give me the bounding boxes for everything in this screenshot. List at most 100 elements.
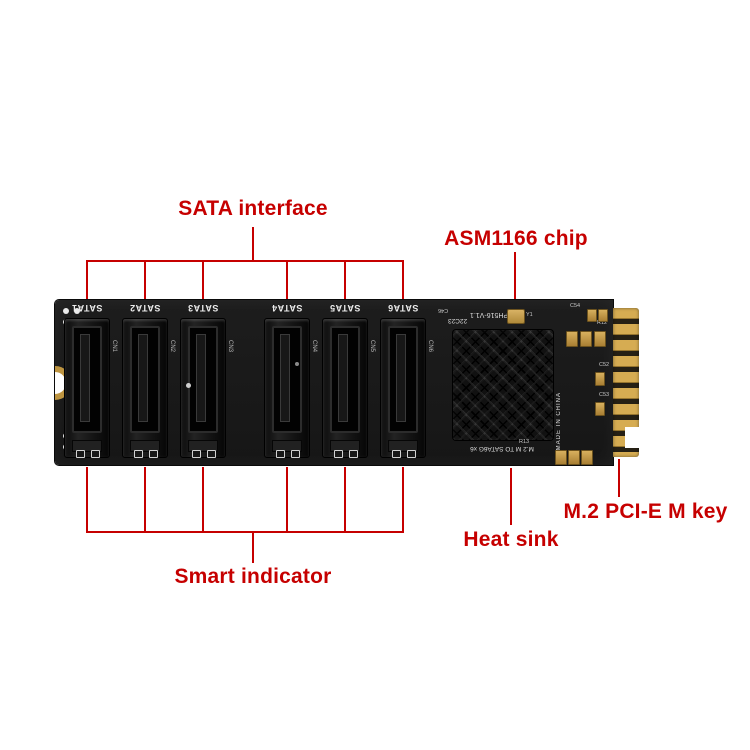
silkscreen-batch: 22C23 xyxy=(448,317,468,324)
heatsink-callout-line xyxy=(510,468,512,525)
sata-callout-stub-5 xyxy=(344,262,346,302)
sata-tongue xyxy=(280,334,290,422)
m2-callout-line xyxy=(618,459,620,497)
smd-capacitor xyxy=(595,372,605,386)
indicator-led xyxy=(134,450,143,458)
silkscreen-sata6: SATA6 xyxy=(387,303,419,313)
indicator-callout-line-horizontal xyxy=(86,531,404,533)
sata-tongue xyxy=(196,334,206,422)
indicator-led xyxy=(91,450,100,458)
sata-tongue xyxy=(338,334,348,422)
indicator-callout-stub-1 xyxy=(86,467,88,531)
sata-latch xyxy=(188,440,218,452)
silkscreen-cn3: CN3 xyxy=(227,340,233,353)
smd-capacitor xyxy=(555,450,567,465)
silkscreen-cn4: CN4 xyxy=(311,340,317,353)
smd-capacitor xyxy=(566,331,578,347)
sata-callout-line-vertical xyxy=(252,227,254,260)
sata-slot xyxy=(330,326,360,433)
sata-connector-6 xyxy=(380,318,426,458)
sata-latch xyxy=(330,440,360,452)
label-smart-indicator: Smart indicator xyxy=(174,565,332,588)
indicator-led xyxy=(276,450,285,458)
silkscreen-cn1: CN1 xyxy=(111,340,117,353)
sata-connector-2 xyxy=(122,318,168,458)
indicator-led xyxy=(291,450,300,458)
indicator-led xyxy=(192,450,201,458)
silkscreen-origin: MADE IN CHINA xyxy=(556,392,562,451)
sata-connector-3 xyxy=(180,318,226,458)
indicator-callout-stub-4 xyxy=(286,467,288,531)
sata-slot xyxy=(388,326,418,433)
sata-slot xyxy=(72,326,102,433)
indicator-led xyxy=(76,450,85,458)
silkscreen-ref-c53: C53 xyxy=(599,392,610,398)
sata-callout-stub-6 xyxy=(402,262,404,302)
indicator-callout-stub-5 xyxy=(344,467,346,531)
sata-connector-5 xyxy=(322,318,368,458)
sata-callout-stub-3 xyxy=(202,262,204,302)
sata-callout-stub-4 xyxy=(286,262,288,302)
silkscreen-model: PH516-V1.1 xyxy=(470,311,509,318)
silkscreen-sata3: SATA3 xyxy=(187,303,219,313)
silkscreen-ref-c52: C52 xyxy=(599,362,610,368)
silkscreen-cn2: CN2 xyxy=(169,340,175,353)
label-heat-sink: Heat sink xyxy=(463,528,559,551)
silkscreen-ref-y1: Y1 xyxy=(526,312,533,318)
solder-pad xyxy=(63,308,69,314)
sata-callout-line-horizontal xyxy=(86,260,404,262)
smd-capacitor xyxy=(587,309,597,322)
indicator-callout-stub-2 xyxy=(144,467,146,531)
sata-slot xyxy=(188,326,218,433)
smd-capacitor xyxy=(598,309,608,322)
via-pad xyxy=(186,383,191,388)
smd-capacitor xyxy=(580,331,592,347)
silkscreen-sata2: SATA2 xyxy=(129,303,161,313)
sata-connector-1 xyxy=(64,318,110,458)
sata-latch xyxy=(388,440,418,452)
label-asm1166-chip: ASM1166 chip xyxy=(444,227,588,250)
sata-callout-stub-1 xyxy=(86,262,88,302)
pcb-board: SATA1 SATA2 SATA3 SATA4 SATA5 SATA6 xyxy=(55,300,613,465)
solder-pad xyxy=(74,308,80,314)
silkscreen-sata4: SATA4 xyxy=(271,303,303,313)
indicator-callout-line-vertical xyxy=(252,533,254,563)
silkscreen-product: M.2 M TO SATA6G x6 xyxy=(470,445,534,452)
silkscreen-ref-c46: C46 xyxy=(438,307,449,313)
silkscreen-cn6: CN6 xyxy=(427,340,433,353)
sata-callout-stub-2 xyxy=(144,262,146,302)
indicator-led xyxy=(207,450,216,458)
label-sata-interface: SATA interface xyxy=(178,197,328,220)
indicator-led xyxy=(349,450,358,458)
sata-connector-4 xyxy=(264,318,310,458)
silkscreen-sata5: SATA5 xyxy=(329,303,361,313)
heatsink xyxy=(453,330,553,440)
m2-key-notch xyxy=(625,427,640,448)
sata-latch xyxy=(130,440,160,452)
indicator-led xyxy=(149,450,158,458)
sata-slot xyxy=(130,326,160,433)
label-m2-key: M.2 PCI-E M key xyxy=(563,500,728,523)
smd-capacitor xyxy=(595,402,605,416)
sata-slot xyxy=(272,326,302,433)
smd-capacitor xyxy=(594,331,606,347)
sata-tongue xyxy=(138,334,148,422)
silkscreen-sata1: SATA1 xyxy=(71,303,103,313)
indicator-led xyxy=(334,450,343,458)
silkscreen-ref-r12: R12 xyxy=(597,320,608,326)
via-pad xyxy=(295,362,299,366)
smd-capacitor xyxy=(568,450,580,465)
sata-latch xyxy=(272,440,302,452)
silkscreen-ref-r13: R13 xyxy=(519,439,530,445)
sata-latch xyxy=(72,440,102,452)
smd-capacitor xyxy=(581,450,593,465)
silkscreen-cn5: CN5 xyxy=(369,340,375,353)
asm1166-callout-line xyxy=(514,252,516,316)
indicator-callout-stub-6 xyxy=(402,467,404,531)
indicator-led xyxy=(407,450,416,458)
sata-tongue xyxy=(80,334,90,422)
sata-tongue xyxy=(396,334,406,422)
oscillator xyxy=(507,309,525,324)
silkscreen-ref-c54: C54 xyxy=(570,303,581,309)
